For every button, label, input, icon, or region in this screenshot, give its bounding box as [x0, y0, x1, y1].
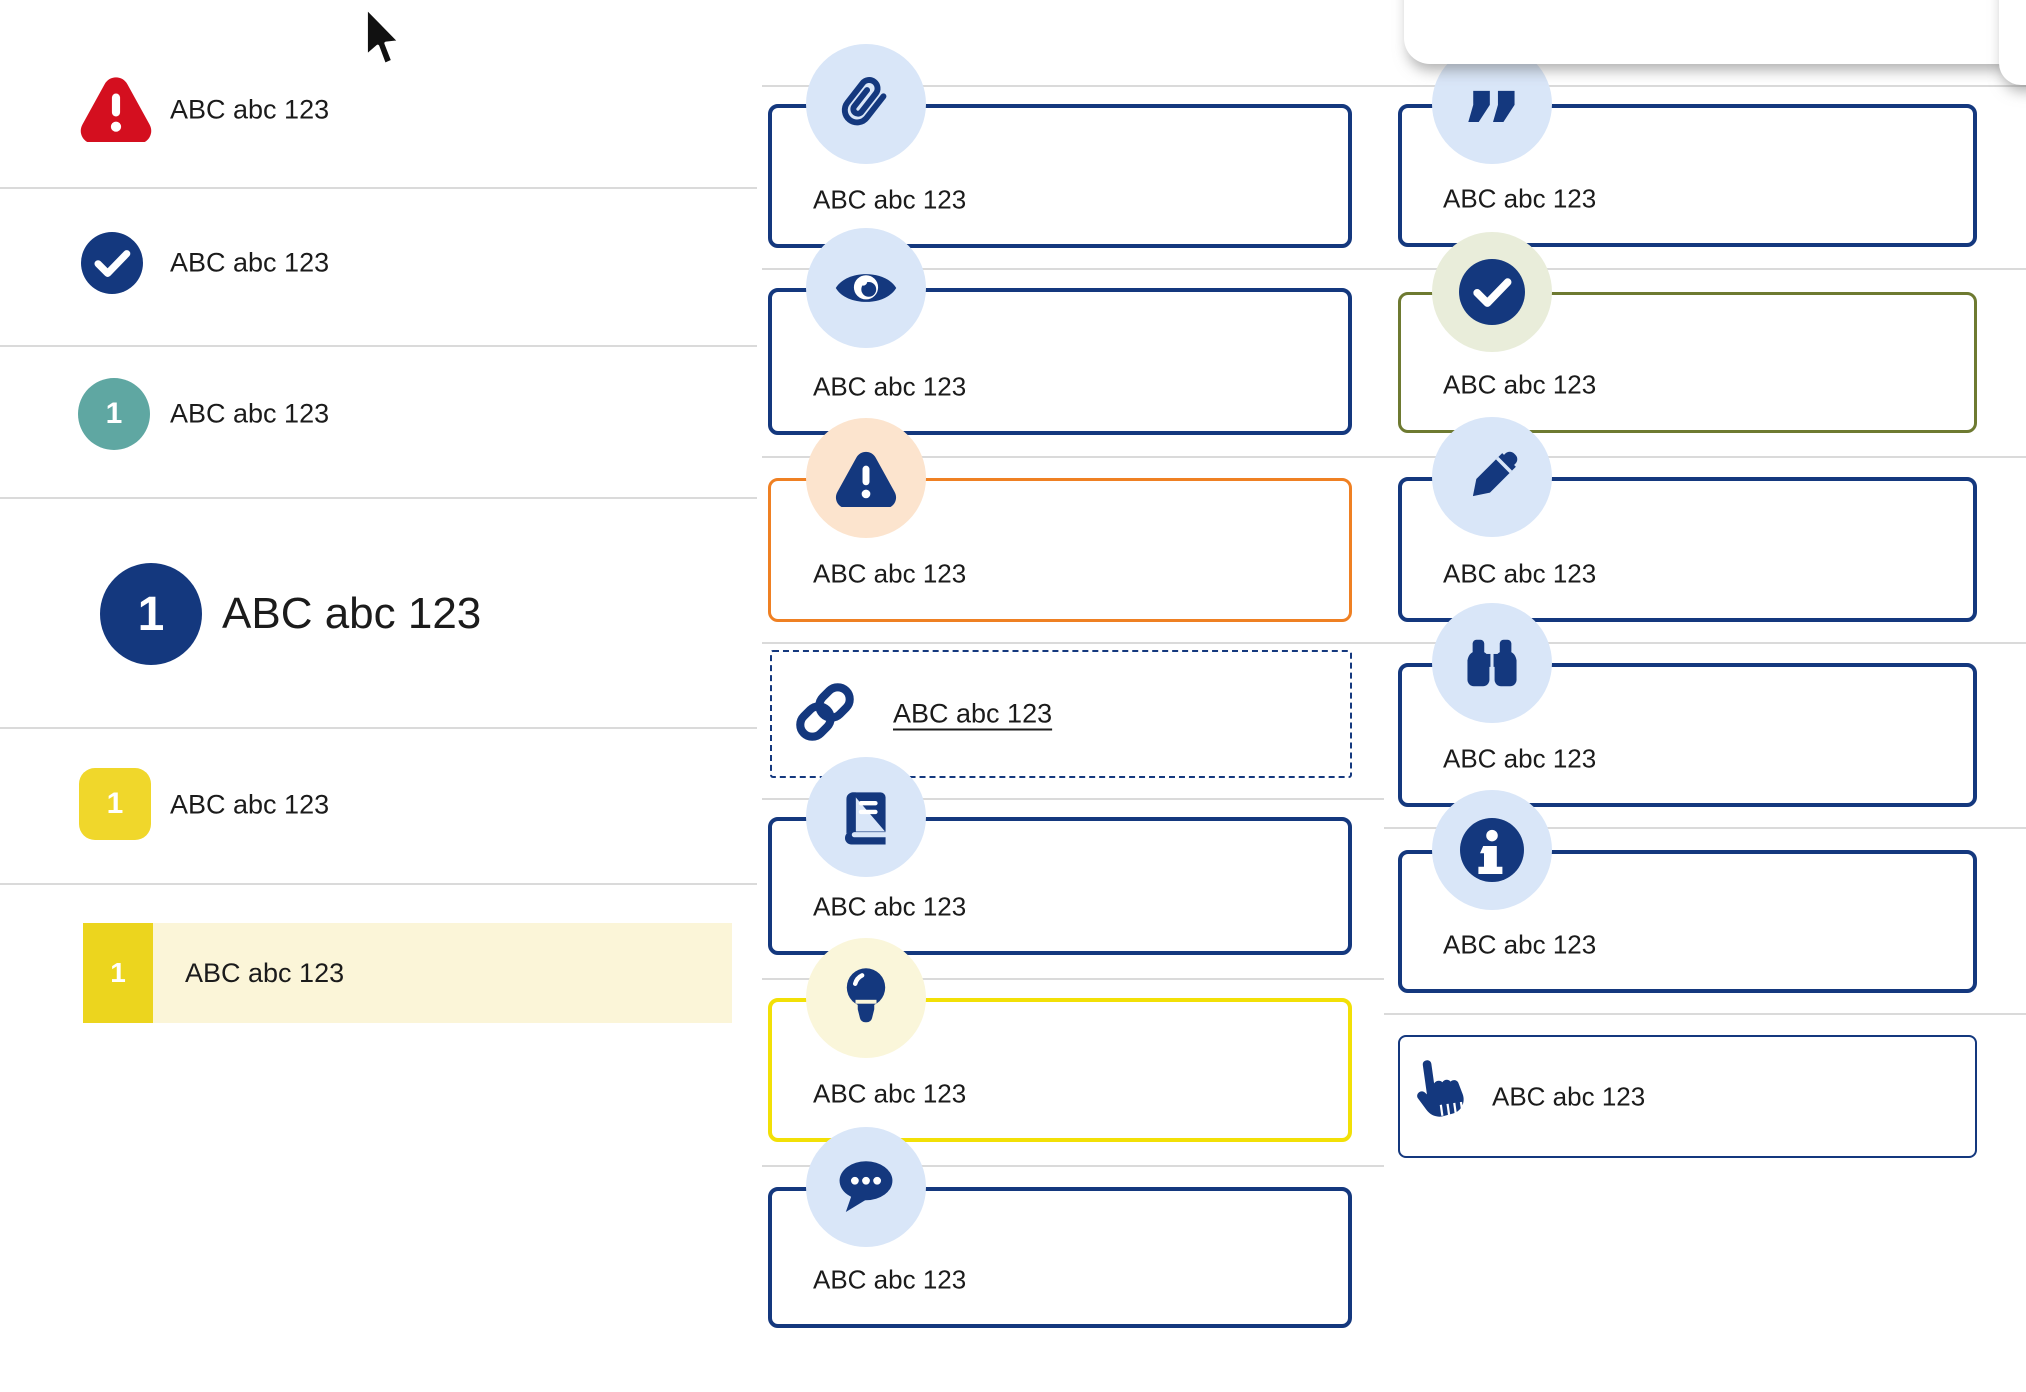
- number-badge: 1: [78, 378, 150, 450]
- quote-icon: [1432, 44, 1552, 164]
- binoculars-icon: [1432, 603, 1552, 723]
- number-badge: 1: [79, 768, 151, 840]
- divider: [762, 1165, 1384, 1167]
- callout-label: ABC abc 123: [1443, 369, 1597, 400]
- warning-icon: [806, 418, 926, 538]
- book-icon: [806, 757, 926, 877]
- divider: [1384, 827, 2026, 829]
- check-icon: [1432, 232, 1552, 352]
- mouse-cursor-icon: [360, 6, 406, 70]
- hand-pointer-icon: [1408, 1054, 1472, 1126]
- divider: [762, 798, 1384, 800]
- eye-icon: [806, 228, 926, 348]
- callout-label: ABC abc 123: [813, 891, 967, 922]
- warning-triangle-icon: [78, 74, 154, 142]
- callout-label: ABC abc 123: [1443, 743, 1597, 774]
- divider: [762, 85, 2026, 87]
- divider: [762, 642, 2026, 644]
- check-circle-icon: [81, 232, 143, 294]
- divider: [0, 883, 757, 885]
- top-sheet-edge: [1404, 0, 2026, 64]
- link-icon: [789, 676, 861, 748]
- number-badge: 1: [100, 563, 202, 665]
- divider: [0, 727, 757, 729]
- callout-label: ABC abc 123: [813, 1264, 967, 1295]
- badge-number: 1: [137, 587, 165, 641]
- divider: [0, 187, 757, 189]
- info-icon: [1432, 790, 1552, 910]
- list-item-label: ABC abc 123: [170, 789, 330, 820]
- badge-number: 1: [110, 957, 126, 988]
- list-item-label: ABC abc 123: [170, 94, 330, 125]
- callout-action: [1398, 1035, 1977, 1158]
- divider: [762, 456, 2026, 458]
- divider: [1384, 1013, 2026, 1015]
- pencil-icon: [1432, 417, 1552, 537]
- callout-link: [770, 650, 1352, 778]
- chat-icon: [806, 1127, 926, 1247]
- badge-number: 1: [105, 397, 123, 430]
- divider: [0, 497, 757, 499]
- callout-label: ABC abc 123: [1443, 929, 1597, 960]
- callout-label: ABC abc 123: [813, 1078, 967, 1109]
- divider: [0, 345, 757, 347]
- paperclip-icon: [806, 44, 926, 164]
- callout-attachment: [768, 104, 1352, 248]
- lightbulb-icon: [806, 938, 926, 1058]
- callout-search: [1398, 663, 1977, 807]
- callout-label: ABC abc 123: [813, 558, 967, 589]
- list-item-selected: 1 ABC abc 123: [83, 923, 732, 1023]
- callout-label: ABC abc 123: [1443, 183, 1597, 214]
- callout-label: ABC abc 123: [1443, 558, 1597, 589]
- callout-label: ABC abc 123: [813, 371, 967, 402]
- list-item-label: ABC abc 123: [185, 957, 345, 988]
- top-sheet-corner: [1999, 0, 2026, 85]
- callout-label: ABC abc 123: [813, 184, 967, 215]
- callout-label: ABC abc 123: [1492, 1081, 1646, 1112]
- callout-link-label[interactable]: ABC abc 123: [893, 698, 1053, 729]
- divider: [762, 268, 2026, 270]
- number-badge: 1: [83, 923, 153, 1023]
- list-item-label: ABC abc 123: [170, 247, 330, 278]
- section-heading: ABC abc 123: [222, 589, 482, 638]
- badge-number: 1: [106, 787, 124, 820]
- list-item-label: ABC abc 123: [170, 398, 330, 429]
- divider: [762, 978, 1384, 980]
